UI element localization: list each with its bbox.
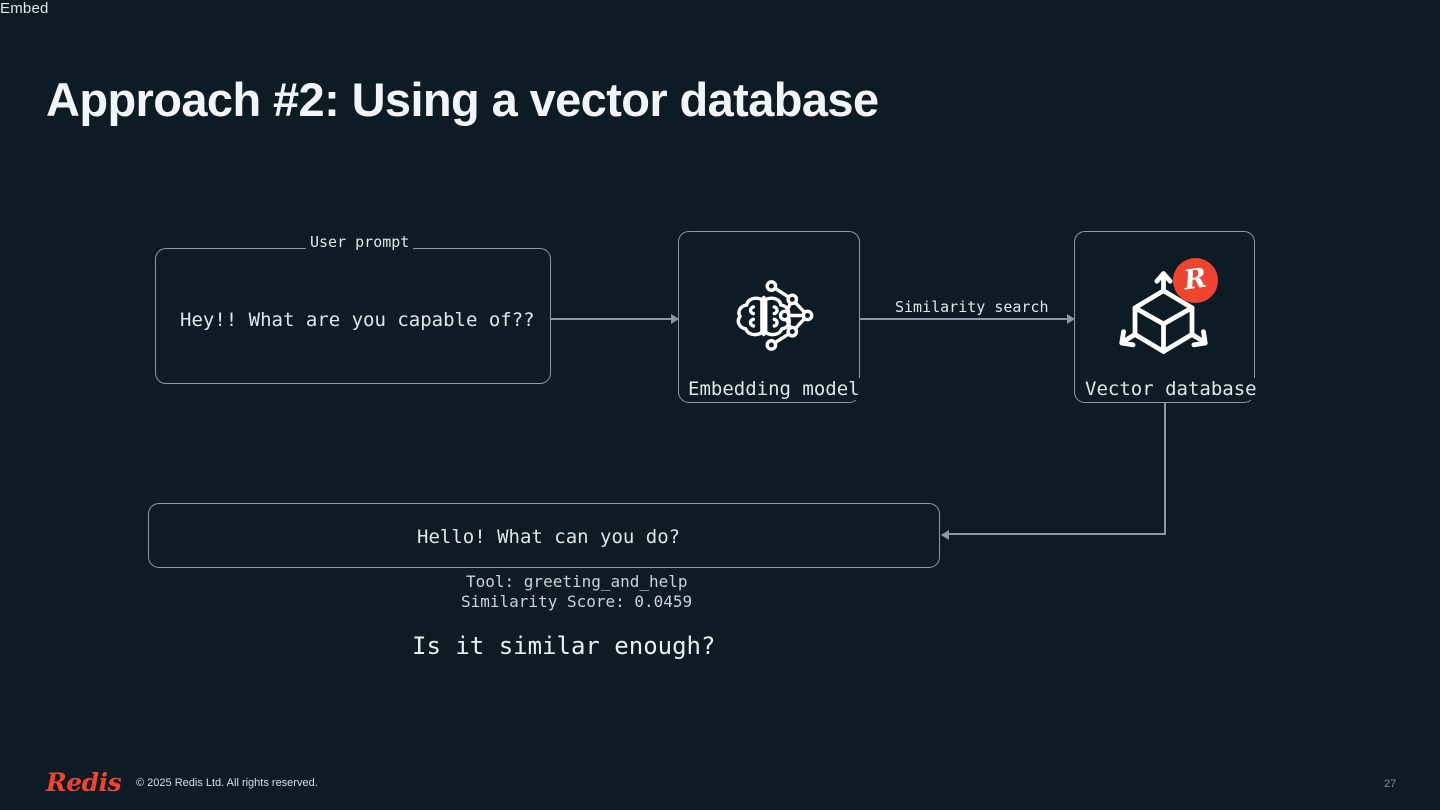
page-title: Approach #2: Using a vector database (46, 73, 879, 126)
arrowhead-embed-to-vectordb (1067, 314, 1075, 324)
embedding-model-caption: Embedding model (684, 378, 864, 400)
response-text: Hello! What can you do? (417, 526, 681, 548)
response-box (148, 503, 940, 568)
arrowhead-vectordb-to-response (941, 530, 949, 540)
tool-name-line: Tool: greeting_and_help (466, 572, 688, 591)
connector-embed-to-vectordb (860, 318, 1069, 320)
user-prompt-box (155, 248, 551, 384)
redis-badge-glyph: R (1182, 262, 1209, 297)
similarity-search-label: Similarity search (891, 298, 1053, 316)
connector-prompt-to-embed (551, 318, 673, 320)
closing-question: Is it similar enough? (412, 632, 716, 660)
user-prompt-label: User prompt (306, 233, 414, 251)
arrowhead-prompt-to-embed (671, 314, 679, 324)
similarity-score-line: Similarity Score: 0.0459 (461, 592, 693, 611)
copyright-text: © 2025 Redis Ltd. All rights reserved. (136, 777, 318, 789)
connector-vectordb-to-response (949, 533, 1166, 535)
redis-logo-badge: R (1173, 258, 1218, 303)
3d-cube-axes-icon (1116, 264, 1211, 364)
page-number: 27 (1384, 778, 1397, 790)
vector-database-caption: Vector database (1081, 378, 1261, 400)
connector-vectordb-down (1164, 403, 1166, 534)
redis-logo: Redis (46, 768, 122, 797)
embedding-model-box (678, 231, 860, 403)
brain-network-icon (722, 268, 817, 363)
user-prompt-text: Hey!! What are you capable of?? (180, 309, 535, 331)
embed-arrow-label: Embed (0, 0, 49, 17)
vector-database-box (1074, 231, 1255, 403)
